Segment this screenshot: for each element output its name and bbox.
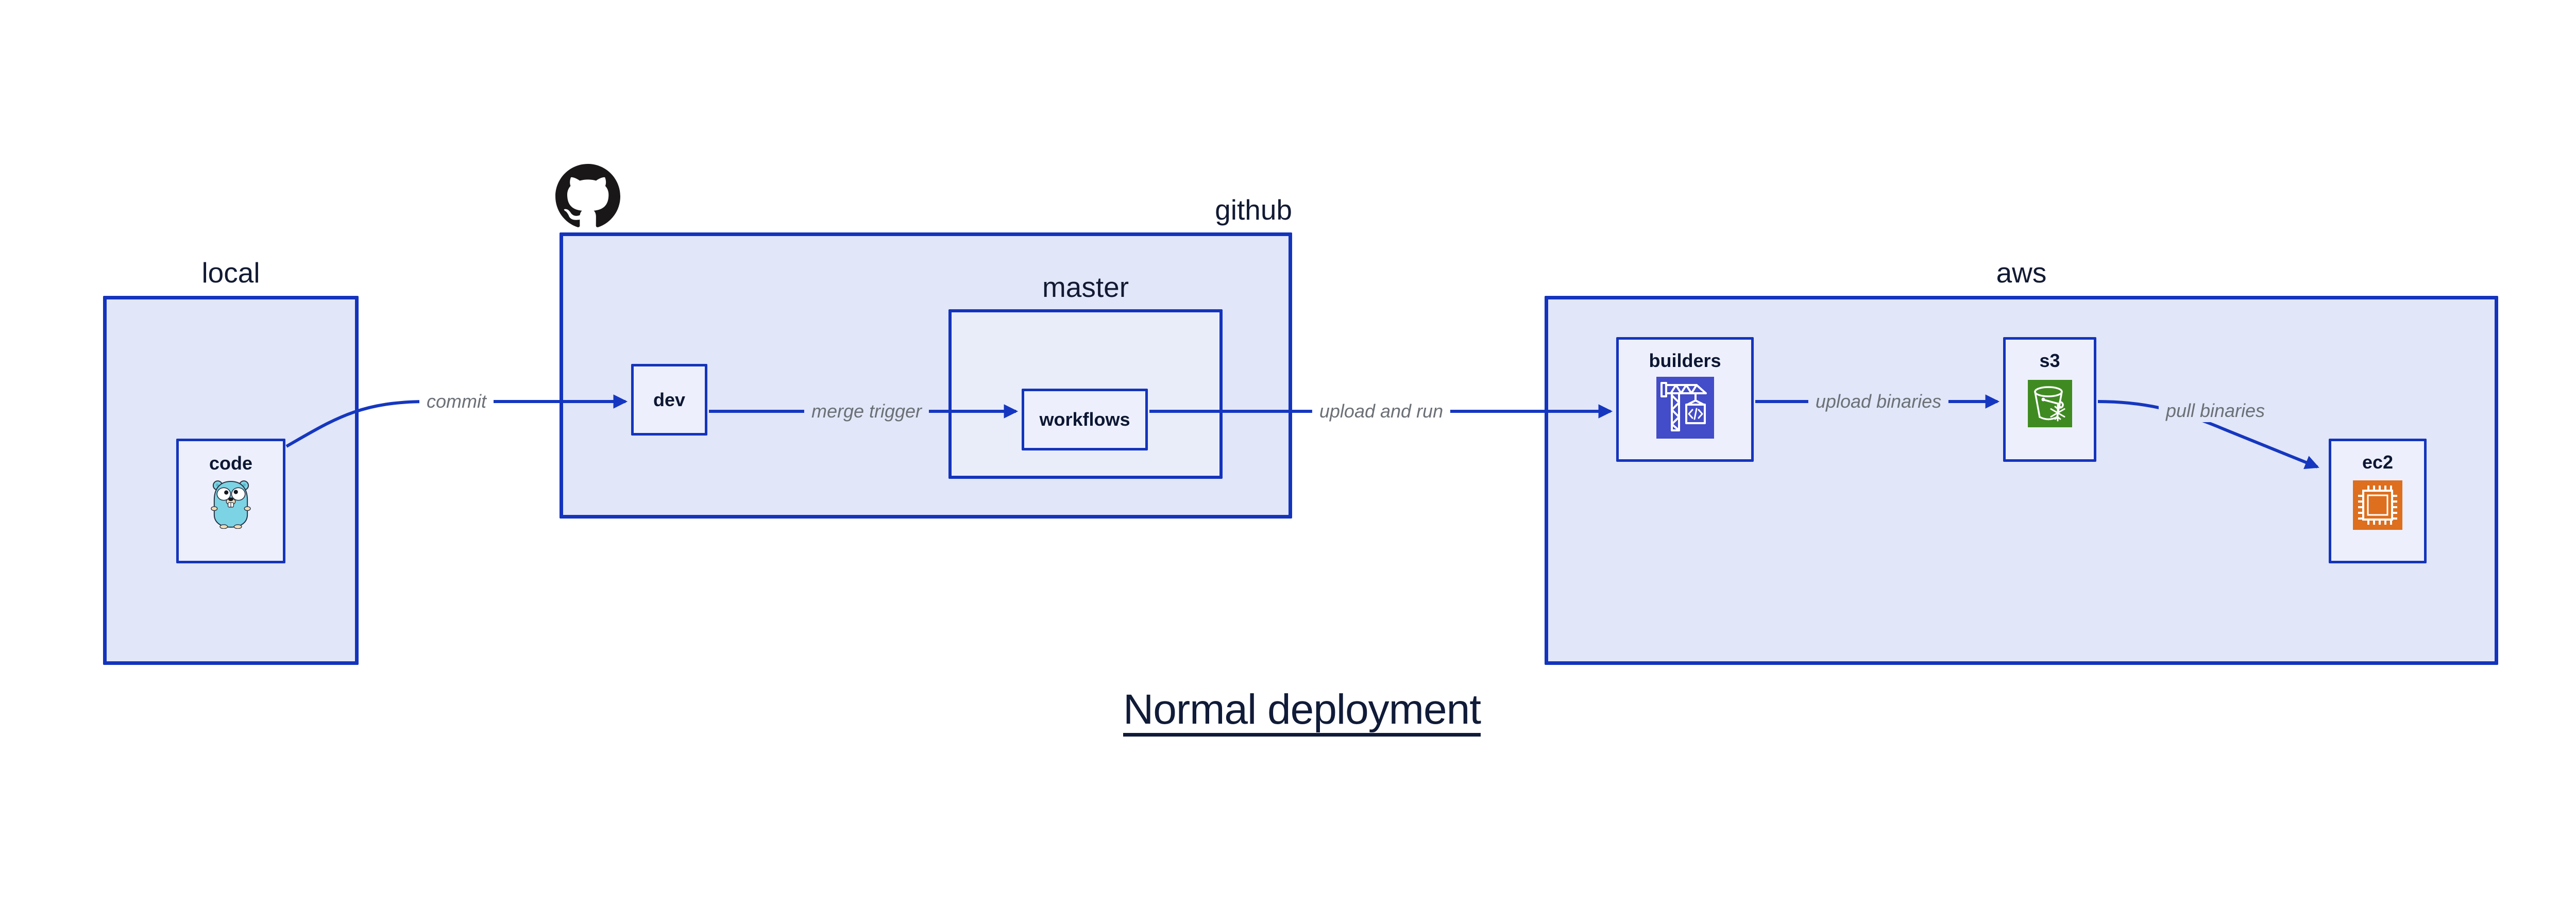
node-dev-label: dev (653, 389, 686, 410)
ec2-chip-icon (2353, 480, 2402, 532)
edge-merge-trigger-label: merge trigger (804, 400, 929, 423)
codebuild-crane-icon (1656, 377, 1714, 441)
edge-upload-binaries-label: upload binaries (1808, 390, 1949, 413)
node-code-box: code (176, 439, 285, 563)
s3-glacier-bucket-icon (2027, 380, 2072, 430)
node-s3-box: s3 (2003, 337, 2096, 462)
node-builders-box: builders (1616, 337, 1754, 462)
edge-commit-label: commit (419, 390, 494, 413)
node-code-label: code (209, 453, 253, 474)
github-octocat-icon (555, 164, 620, 231)
node-ec2-box: ec2 (2329, 439, 2427, 563)
node-dev-box: dev (631, 364, 707, 436)
group-github-label: github (1215, 194, 1292, 226)
group-master-label: master (1042, 271, 1129, 303)
edge-pull-binaries-label: pull binaries (2158, 399, 2273, 422)
go-gopher-icon (211, 476, 251, 531)
node-s3-label: s3 (2039, 350, 2060, 371)
node-builders-label: builders (1649, 350, 1721, 371)
group-local-label: local (201, 257, 260, 289)
node-workflows-box: workflows (1022, 389, 1148, 450)
diagram-title: Normal deployment (1123, 686, 1481, 733)
node-ec2-label: ec2 (2362, 452, 2394, 473)
group-aws-label: aws (1996, 257, 2047, 289)
edge-upload-and-run-label: upload and run (1312, 400, 1451, 423)
node-workflows-label: workflows (1039, 409, 1130, 430)
